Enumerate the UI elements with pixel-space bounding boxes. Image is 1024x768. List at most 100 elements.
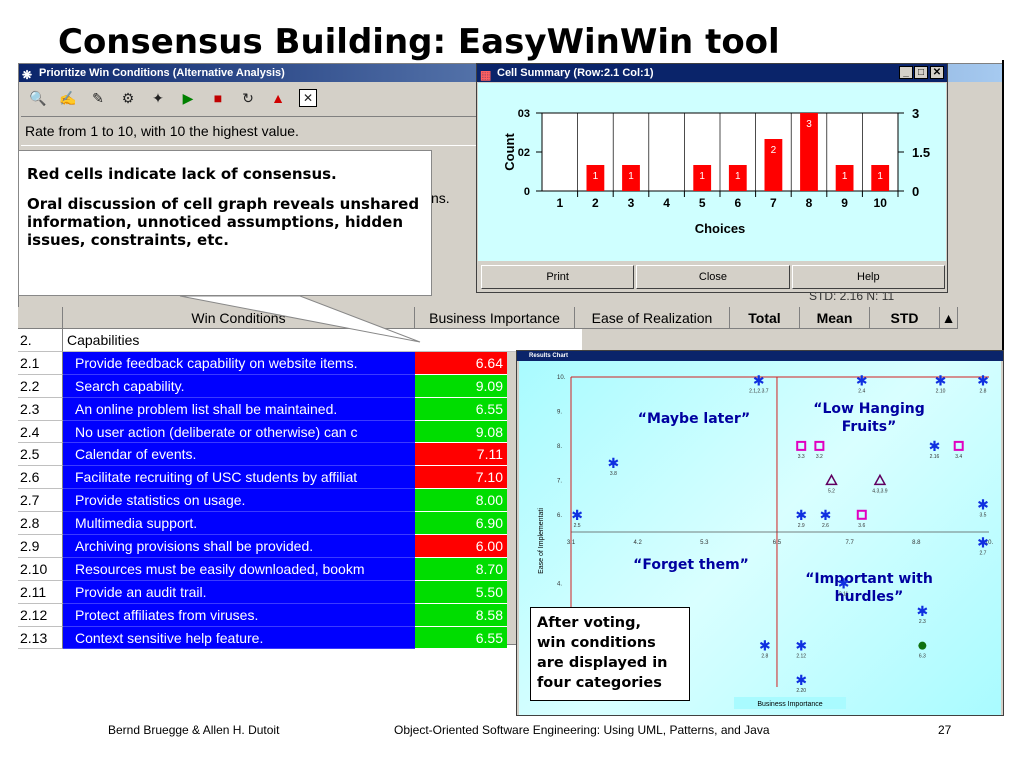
header-std[interactable]: STD	[870, 307, 940, 329]
point-label: 2.7	[979, 550, 986, 556]
row-name[interactable]: Provide statistics on usage.	[63, 489, 415, 513]
table-header: Win Conditions Business Importance Ease …	[18, 307, 958, 329]
x-tick-label: 2	[592, 196, 599, 210]
row-name[interactable]: An online problem list shall be maintain…	[63, 397, 415, 421]
y-tick-label: 7.	[557, 478, 562, 484]
comment-icon[interactable]: ✍	[59, 89, 77, 106]
point-label: 2.12	[796, 654, 806, 660]
window-close-button[interactable]: ✕	[930, 66, 944, 79]
cell-summary-title: Cell Summary (Row:2.1 Col:1)	[497, 67, 654, 79]
vote-line-1: After voting,	[537, 615, 642, 631]
toolbar: 🔍 ✍ ✎ ⚙ ✦ ▶ ■ ↻ ▲ ✕	[19, 82, 479, 114]
y-tick-label: 0	[524, 186, 530, 198]
row-name[interactable]: Multimedia support.	[63, 512, 415, 536]
business-importance-cell[interactable]: 6.55	[415, 626, 507, 650]
scatter-point	[796, 440, 807, 451]
business-importance-cell[interactable]: 5.50	[415, 580, 507, 604]
header-win-conditions[interactable]: Win Conditions	[63, 307, 415, 329]
refresh-icon[interactable]: ↻	[242, 89, 254, 106]
scatter-point: ✱	[977, 497, 989, 513]
close-icon[interactable]: ✕	[299, 89, 317, 107]
point-label: 3.5	[979, 512, 986, 518]
row-number: 2.7	[18, 489, 63, 513]
x-tick-label: 6	[734, 196, 741, 210]
scatter-point: ✱	[795, 508, 807, 524]
summary-app-icon: ▦	[480, 68, 492, 82]
point-label: 2.16	[930, 454, 940, 460]
close-button[interactable]: Close	[636, 265, 790, 289]
business-importance-cell[interactable]: 6.90	[415, 512, 507, 536]
tools-icon[interactable]: ⚙	[121, 89, 135, 106]
x-tick-label: 3.1	[567, 540, 576, 546]
bar-data-label: 2	[771, 145, 777, 156]
point-label: 2.10	[936, 388, 946, 394]
row-number: 2.3	[18, 397, 63, 421]
stop-icon[interactable]: ■	[213, 90, 223, 106]
row-name[interactable]: Facilitate recruiting of USC students by…	[63, 466, 415, 490]
business-importance-cell[interactable]: 7.11	[415, 443, 507, 467]
business-importance-cell[interactable]: 9.09	[415, 374, 507, 398]
cell-summary-titlebar[interactable]: ▦ Cell Summary (Row:2.1 Col:1) _ □ ✕	[477, 64, 947, 82]
bar-data-label: 1	[842, 171, 848, 182]
chart-icon[interactable]: ▲	[271, 90, 285, 106]
business-importance-cell[interactable]: 8.58	[415, 603, 507, 627]
business-importance-cell[interactable]: 8.70	[415, 557, 507, 581]
business-importance-cell[interactable]: 6.64	[415, 351, 507, 375]
y2-tick-label: 0	[912, 184, 919, 199]
row-name[interactable]: Provide an audit trail.	[63, 580, 415, 604]
maximize-button[interactable]: □	[914, 66, 928, 79]
help-button[interactable]: Help	[791, 265, 945, 289]
header-total[interactable]: Total	[730, 307, 800, 329]
x-tick-label: 7.7	[845, 540, 854, 546]
wand-icon[interactable]: ✦	[152, 89, 164, 106]
minimize-button[interactable]: _	[899, 66, 913, 79]
footer-authors: Bernd Bruegge & Allen H. Dutoit	[108, 723, 280, 737]
row-number: 2.13	[18, 626, 63, 650]
row-name[interactable]: Protect affiliates from viruses.	[63, 603, 415, 627]
business-importance-cell[interactable]: 9.08	[415, 420, 507, 444]
row-name[interactable]: Context sensitive help feature.	[63, 626, 415, 650]
edit-icon[interactable]: ✎	[92, 89, 104, 106]
print-button[interactable]: Print	[481, 265, 635, 289]
vote-line-3: are displayed in	[537, 655, 668, 671]
header-mean[interactable]: Mean	[800, 307, 870, 329]
business-importance-cell[interactable]: 7.10	[415, 466, 507, 490]
row-name[interactable]: Calendar of events.	[63, 443, 415, 467]
business-importance-cell[interactable]: 6.55	[415, 397, 507, 421]
point-label: 2.5	[574, 523, 581, 529]
row-number: 2.4	[18, 420, 63, 444]
scroll-up-button[interactable]: ▲	[940, 307, 958, 329]
business-importance-cell[interactable]: 6.00	[415, 535, 507, 558]
row-number: 2.8	[18, 512, 63, 536]
point-label: 3.8	[610, 471, 617, 477]
results-chart-titlebar[interactable]: Results Chart	[517, 351, 1003, 361]
header-business-importance[interactable]: Business Importance	[415, 307, 575, 329]
preview-icon[interactable]: 🔍	[29, 89, 47, 106]
cell-summary-buttons: Print Close Help	[481, 265, 945, 289]
table-row-group[interactable]: 2. Capabilities	[18, 329, 958, 352]
run-icon[interactable]: ▶	[182, 89, 194, 106]
business-importance-cell[interactable]: 8.00	[415, 489, 507, 513]
row-name[interactable]: Provide feedback capability on website i…	[63, 351, 415, 375]
header-ease-of-realization[interactable]: Ease of Realization	[575, 307, 730, 329]
row-name[interactable]: Search capability.	[63, 374, 415, 398]
row-name: Capabilities	[63, 329, 582, 352]
row-name[interactable]: Archiving provisions shall be provided.	[63, 535, 415, 558]
row-name[interactable]: No user action (deliberate or otherwise)…	[63, 420, 415, 444]
row-name[interactable]: Resources must be easily downloaded, boo…	[63, 557, 415, 581]
y-axis-label: Ease of Implementati	[538, 508, 545, 574]
